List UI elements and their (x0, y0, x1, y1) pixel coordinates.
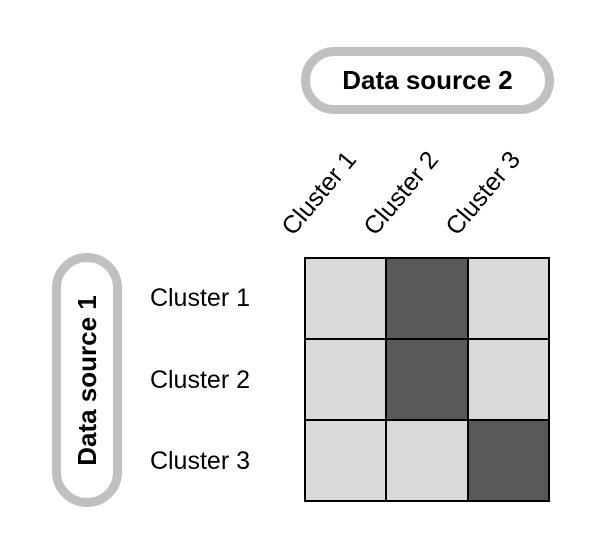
matrix-cell (468, 259, 548, 338)
data-source-1-label: Data source 1 (71, 294, 102, 466)
column-header-cluster-2: Cluster 2 (358, 146, 445, 241)
column-header-cluster-1: Cluster 1 (276, 146, 363, 241)
matrix-cell (468, 340, 548, 419)
column-header-cluster-3: Cluster 3 (440, 146, 527, 241)
matrix-cell (306, 259, 386, 338)
row-header-cluster-2: Cluster 2 (149, 366, 250, 394)
matrix-cell (468, 421, 548, 500)
matrix-cell (387, 340, 467, 419)
matrix-cell (306, 340, 386, 419)
correspondence-matrix (304, 257, 550, 502)
matrix-cell (387, 259, 467, 338)
row-header-cluster-3: Cluster 3 (149, 447, 250, 475)
matrix-cell (387, 421, 467, 500)
data-source-1-pill: Data source 1 (52, 253, 122, 507)
data-source-2-pill: Data source 2 (301, 47, 554, 114)
data-source-2-label: Data source 2 (342, 65, 513, 95)
row-header-cluster-1: Cluster 1 (149, 284, 250, 312)
matrix-cell (306, 421, 386, 500)
